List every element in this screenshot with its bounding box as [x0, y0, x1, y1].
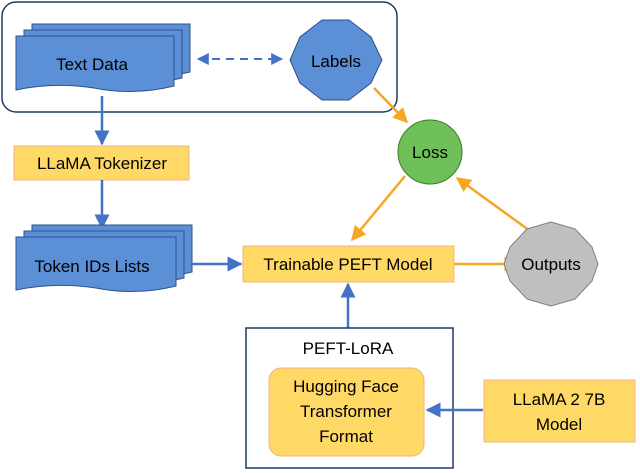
labels-node: Labels [289, 19, 383, 101]
loss-node: Loss [397, 119, 463, 185]
outputs-node: Outputs [503, 221, 599, 307]
arrow-outputs-to-loss [455, 176, 538, 238]
hf-format-line2: Transformer [300, 402, 392, 421]
hf-format-line3: Format [319, 427, 373, 446]
peft-model-node: Trainable PEFT Model [242, 245, 455, 283]
text-data-node: Text Data [15, 23, 191, 93]
loss-label: Loss [412, 143, 448, 162]
llama-model-line1: LLaMA 2 7B [513, 390, 606, 409]
tokenizer-node: LLaMA Tokenizer [13, 145, 190, 181]
tokenizer-label: LLaMA Tokenizer [37, 154, 167, 173]
arrow-loss-to-peft [351, 175, 406, 242]
outputs-label: Outputs [521, 255, 581, 274]
peft-lora-label: PEFT-LoRA [303, 339, 394, 358]
labels-label: Labels [311, 52, 361, 71]
token-ids-node: Token IDs Lists [15, 224, 193, 293]
peft-model-label: Trainable PEFT Model [263, 255, 432, 274]
token-ids-label: Token IDs Lists [34, 257, 149, 276]
hf-format-line1: Hugging Face [293, 377, 399, 396]
arrow-labels-to-loss [373, 87, 409, 124]
hf-format-node: Hugging Face Transformer Format [268, 367, 425, 457]
text-data-label: Text Data [56, 55, 128, 74]
data-group-container [1, 1, 398, 113]
llama-model-line2: Model [536, 415, 582, 434]
llama-model-node: LLaMA 2 7B Model [483, 379, 636, 443]
